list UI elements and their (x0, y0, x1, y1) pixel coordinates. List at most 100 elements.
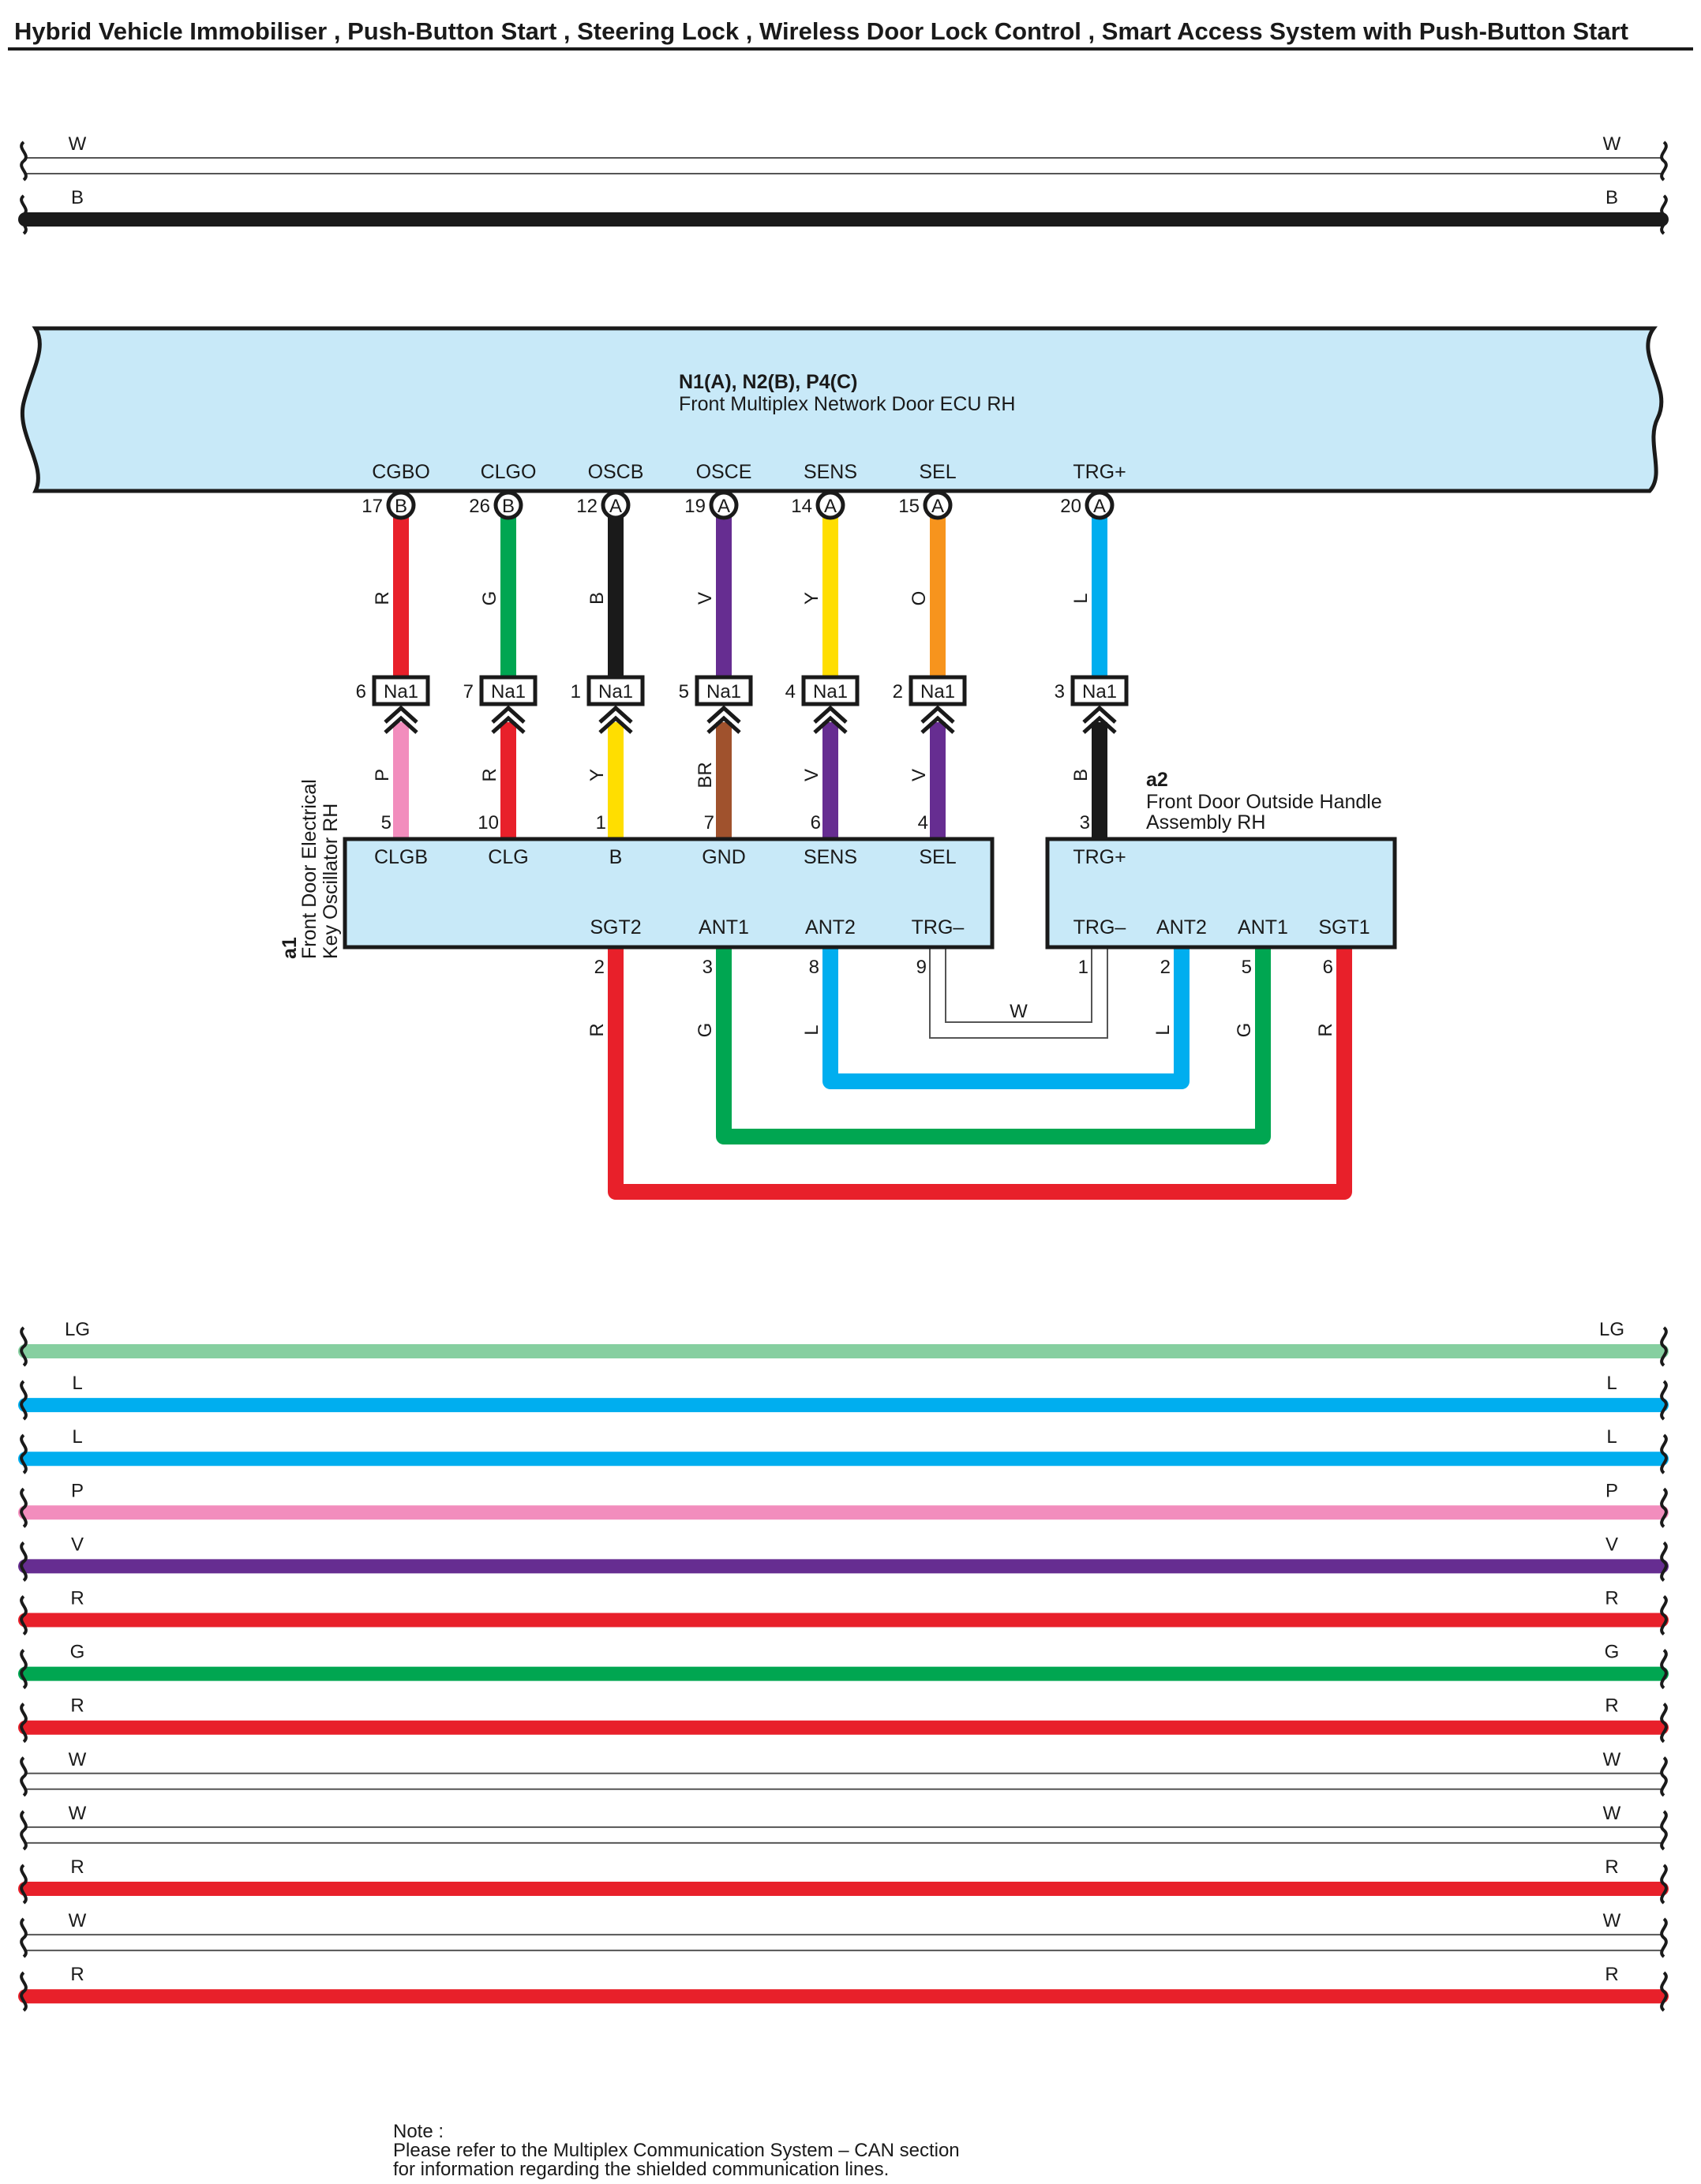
bottom-bus-break-left-8 (20, 1756, 28, 1797)
ecu-pin-circle-1 (493, 490, 523, 520)
ecu-pin-num-5: 15 (898, 496, 920, 517)
a2-bottom-num-1: 2 (1160, 957, 1171, 978)
junction-code-1: Na1 (491, 681, 526, 702)
ecu-pin-conn-4: A (824, 496, 837, 517)
bottom-bus-break-right-2 (1660, 1433, 1668, 1474)
a1-bottom-num-3: 9 (916, 957, 927, 978)
bottom-bus-label-left-0: LG (65, 1319, 90, 1340)
bottom-bus-label-left-1: L (72, 1373, 82, 1394)
bottom-bus-label-left-4: V (71, 1534, 84, 1555)
junction-chevron-a-2 (598, 705, 633, 724)
bottom-bus-break-left-3 (20, 1487, 28, 1528)
top-bus-label-left-1: B (71, 187, 84, 208)
junction-pin-3: 5 (679, 681, 689, 702)
junction-chevron-a-6 (1082, 705, 1117, 724)
junction-pin-6: 3 (1055, 681, 1065, 702)
a1-bottom-pin-1: ANT1 (699, 916, 749, 938)
ecu-pin-name-3: OSCE (696, 461, 752, 483)
loop-label-left-2: G (695, 1023, 716, 1038)
bottom-bus-label-right-5: R (1605, 1588, 1618, 1609)
note-line-2: Please refer to the Multiplex Communicat… (393, 2140, 960, 2161)
device-pin-num-3: 7 (704, 812, 714, 834)
upper-wire-label-4: Y (801, 592, 822, 605)
bottom-bus-label-left-2: L (72, 1426, 82, 1448)
bottom-bus-break-left-7 (20, 1703, 28, 1744)
junction-box-5 (909, 675, 967, 706)
upper-wire-label-3: V (695, 592, 716, 605)
ecu-pin-name-1: CLGO (481, 461, 537, 483)
a1-top-pin-4: SENS (804, 846, 857, 868)
top-bus-label-left-0: W (69, 133, 87, 155)
junction-pin-4: 4 (785, 681, 796, 702)
junction-code-3: Na1 (706, 681, 741, 702)
ecu-pin-circle-2 (601, 490, 631, 520)
bottom-bus-label-right-0: LG (1599, 1319, 1624, 1340)
bottom-bus-break-right-3 (1660, 1487, 1668, 1528)
bottom-bus-label-right-8: W (1603, 1749, 1621, 1770)
ecu-box (20, 326, 1664, 493)
ecu-pin-conn-1: B (502, 496, 515, 517)
device-pin-num-2: 1 (596, 812, 606, 834)
loop-wire-1 (822, 947, 1190, 1089)
junction-chevron-b-2 (598, 715, 633, 734)
ecu-pin-num-3: 19 (684, 496, 706, 517)
device-pin-num-1: 10 (478, 812, 499, 834)
bottom-bus-break-right-10 (1660, 1864, 1668, 1905)
bottom-bus-break-right-0 (1660, 1326, 1668, 1367)
lower-wire-label-2: Y (586, 769, 608, 781)
bottom-bus-break-left-1 (20, 1380, 28, 1421)
upper-wire-label-6: L (1070, 593, 1092, 603)
bottom-bus-label-right-10: R (1605, 1856, 1618, 1878)
junction-pin-1: 7 (463, 681, 474, 702)
ecu-pin-circle-0 (386, 490, 416, 520)
bottom-bus-label-left-10: R (70, 1856, 84, 1878)
ecu-pin-conn-2: A (609, 496, 622, 517)
a1-top-pin-5: SEL (919, 846, 956, 868)
lower-wire-label-1: R (479, 768, 500, 781)
bottom-bus-label-left-3: P (71, 1480, 84, 1501)
lower-wire-label-5: V (909, 769, 930, 781)
a1-top-pin-1: CLG (488, 846, 528, 868)
ecu-pins: CGBOB17CLGOB26OSCBA12OSCEA19SENSA14SELA1… (362, 461, 1126, 520)
junction-pin-2: 1 (571, 681, 581, 702)
note-line-3: for information regarding the shielded c… (393, 2159, 889, 2180)
bottom-bus-label-right-4: V (1605, 1534, 1618, 1555)
diagram-title: Hybrid Vehicle Immobiliser , Push-Button… (14, 17, 1628, 45)
ecu-pin-name-5: SEL (919, 461, 956, 483)
bottom-bus-label-left-8: W (69, 1749, 87, 1770)
upper-wire-label-1: G (479, 591, 500, 606)
bottom-bus-label-right-11: W (1603, 1910, 1621, 1931)
a1-bottom-pin-2: ANT2 (805, 916, 856, 938)
junction-code-2: Na1 (598, 681, 633, 702)
lower-wire-label-4: V (801, 769, 822, 781)
top-bus-break-left-1 (20, 194, 28, 235)
junction-chevron-b-6 (1082, 715, 1117, 734)
loop-wire-0 (945, 947, 1092, 1023)
device-pin-num-6: 3 (1080, 812, 1090, 834)
junction-code-4: Na1 (813, 681, 848, 702)
bottom-bus-label-left-7: R (70, 1695, 84, 1717)
bottom-bus-label-right-3: P (1605, 1480, 1618, 1501)
junction-pin-0: 6 (356, 681, 366, 702)
junction-chevron-a-4 (813, 705, 848, 724)
bottom-bus-label-right-7: R (1605, 1695, 1618, 1717)
top-bus-break-right-1 (1660, 194, 1668, 235)
ecu-pin-conn-3: A (717, 496, 730, 517)
loop-label-right-3: R (1315, 1023, 1336, 1036)
a1-name-line2: Key Oscillator RH (320, 804, 342, 959)
bottom-bus-break-right-7 (1660, 1703, 1668, 1744)
bottom-bus-break-right-9 (1660, 1810, 1668, 1851)
ecu-pin-circle-6 (1085, 490, 1115, 520)
device-pin-num-0: 5 (381, 812, 392, 834)
a1-bottom-num-1: 3 (703, 957, 713, 978)
a2-top-pin: TRG+ (1073, 846, 1126, 868)
a1-top-pin-0: CLGB (374, 846, 428, 868)
bottom-bus-break-right-12 (1660, 1971, 1668, 2012)
bottom-bus-break-right-5 (1660, 1594, 1668, 1636)
